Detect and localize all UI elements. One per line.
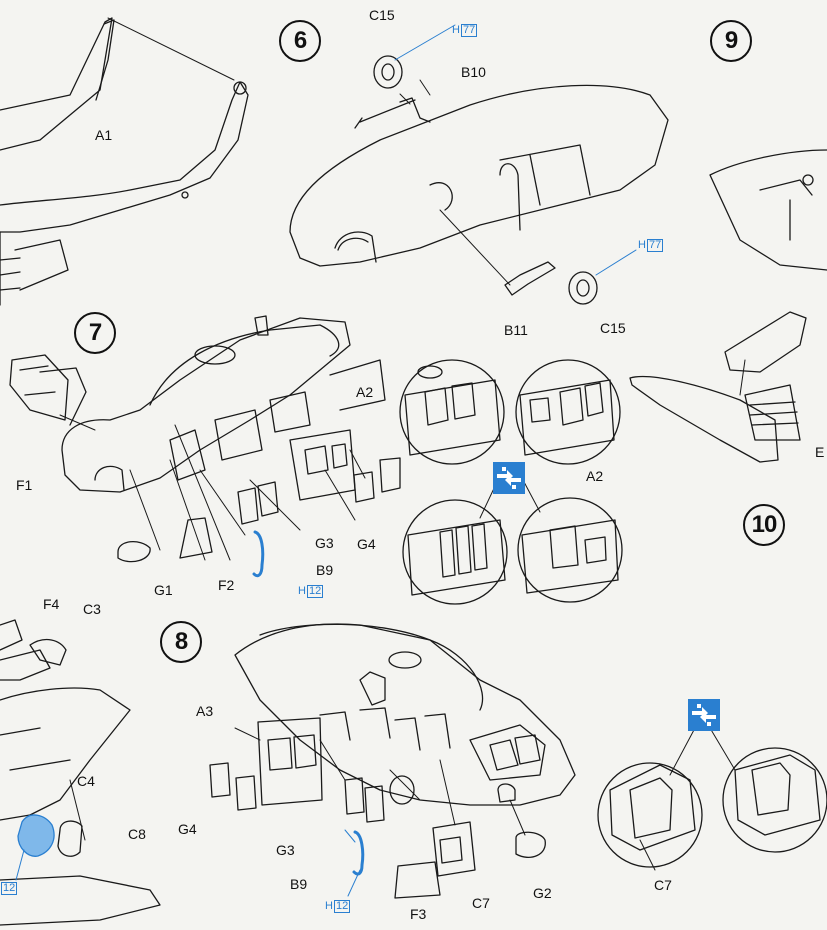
part-label-e: E	[815, 444, 825, 460]
part-label-c15-bottom: C15	[600, 320, 626, 336]
part-label-a2-right: A2	[586, 468, 604, 484]
part-label-f4: F4	[43, 596, 60, 612]
detail-circle-step10-left	[597, 762, 703, 868]
paint-letter: H	[452, 24, 460, 36]
detail-circle-bottom-right	[517, 497, 623, 603]
part-label-f2: F2	[218, 577, 235, 593]
part-label-g3-step8: G3	[276, 842, 295, 858]
part-label-f3: F3	[410, 906, 427, 922]
swap-icon	[493, 462, 525, 494]
part-label-b11: B11	[504, 322, 528, 338]
step-number-8: 8	[160, 621, 202, 663]
paint-code: 77	[646, 239, 664, 252]
part-label-g1: G1	[154, 582, 173, 598]
paint-code: 12	[333, 900, 351, 913]
step-number-10: 10	[743, 504, 785, 546]
paint-letter: H	[638, 239, 646, 251]
part-label-g3-step7: G3	[315, 535, 334, 551]
paint-code: 77	[460, 24, 478, 37]
detail-circle-step10-right	[722, 747, 827, 853]
part-label-c7-step10: C7	[654, 877, 672, 893]
part-label-c8: C8	[128, 826, 146, 842]
helicopter-step9-drawing	[629, 149, 827, 463]
detail-circle-bottom-left	[402, 499, 508, 605]
detail-circle-top-left	[399, 359, 505, 465]
helicopter-step8-drawing	[209, 623, 576, 899]
helicopter-step6-drawing	[289, 24, 669, 305]
part-label-c15-top: C15	[369, 7, 395, 23]
swap-icon-glyph	[493, 462, 525, 494]
tail-section-step8-drawing	[0, 619, 161, 926]
swap-icon	[688, 699, 720, 731]
paint-code: 12	[306, 585, 324, 598]
step-number-9: 9	[710, 20, 752, 62]
paint-code: 12	[1, 882, 18, 895]
part-label-b9-step7: B9	[316, 562, 334, 578]
part-label-a3: A3	[196, 703, 214, 719]
step-number-7: 7	[74, 312, 116, 354]
part-label-c3: C3	[83, 601, 101, 617]
helicopter-step7-drawing	[9, 315, 401, 578]
paint-letter: H	[325, 900, 333, 912]
part-label-c4: C4	[77, 773, 95, 789]
part-label-a2-left: A2	[356, 384, 374, 400]
part-label-g4-step7: G4	[357, 536, 376, 552]
part-label-c7-step8: C7	[472, 895, 490, 911]
step-number-6: 6	[279, 20, 321, 62]
part-label-f1: F1	[16, 477, 33, 493]
paint-letter: H	[298, 585, 306, 597]
part-label-b9-step8: B9	[290, 876, 308, 892]
part-label-a1: A1	[95, 127, 113, 143]
fuselage-a1-drawing	[0, 17, 249, 306]
part-label-g2: G2	[533, 885, 552, 901]
paint-callout-h12-left: 12	[0, 882, 18, 895]
swap-icon-glyph	[688, 699, 720, 731]
detail-circle-top-right	[515, 359, 621, 465]
part-label-g4-step8: G4	[178, 821, 197, 837]
part-label-b10: B10	[461, 64, 486, 80]
